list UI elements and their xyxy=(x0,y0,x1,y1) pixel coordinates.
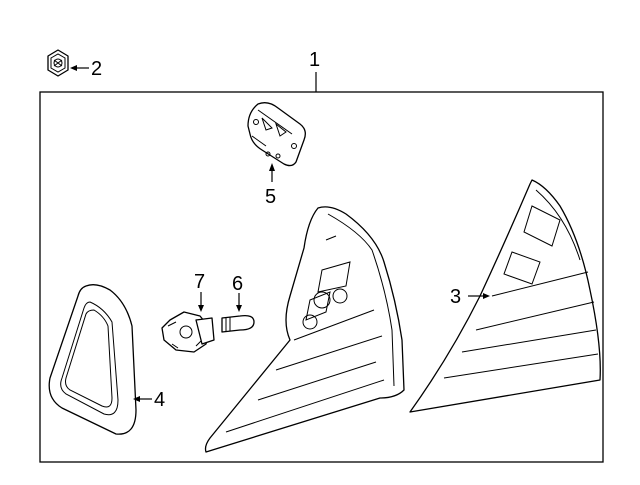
part-7-socket xyxy=(161,311,215,353)
part-4-gasket xyxy=(48,284,137,435)
callout-6: 6 xyxy=(232,273,244,295)
part-5-bracket xyxy=(247,102,306,167)
leader-line-7 xyxy=(198,292,204,312)
leader-line-5 xyxy=(269,163,275,182)
leader-line-6 xyxy=(236,293,242,312)
part-1-inner-lamp xyxy=(204,206,405,453)
part-6-bulb xyxy=(221,314,255,333)
callout-3: 3 xyxy=(450,286,462,308)
leader-line-4 xyxy=(133,396,152,402)
assembly-frame xyxy=(39,91,604,463)
part-3-outer-lamp xyxy=(409,179,601,413)
callout-5: 5 xyxy=(265,186,277,208)
leader-line-3 xyxy=(468,293,490,299)
leader-line-2 xyxy=(70,65,89,71)
part-2-nut xyxy=(47,49,69,77)
callout-4: 4 xyxy=(154,389,166,411)
callout-1: 1 xyxy=(309,49,321,71)
callout-2: 2 xyxy=(91,58,103,80)
callout-7: 7 xyxy=(194,271,206,293)
